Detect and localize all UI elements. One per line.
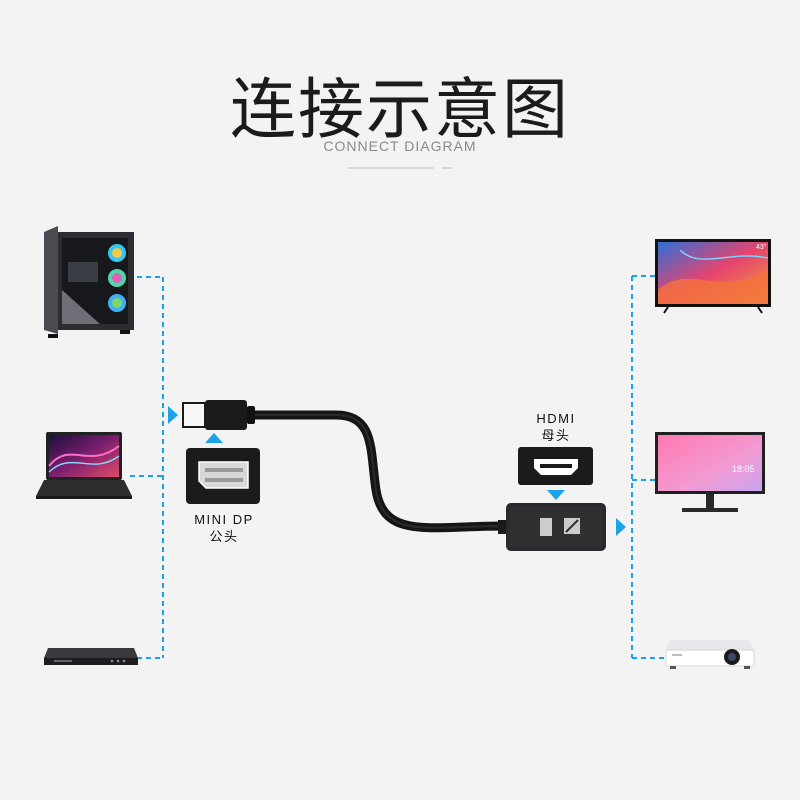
tv-size-badge: 43" bbox=[756, 244, 767, 251]
set-top-box-icon bbox=[44, 648, 138, 665]
page-title: 连接示意图 bbox=[230, 71, 570, 148]
hdmi-down-arrow-icon bbox=[547, 490, 565, 500]
right-arrow-icon bbox=[616, 518, 626, 536]
hdmi-port-icon bbox=[518, 447, 593, 485]
right-display-bracket bbox=[631, 275, 667, 659]
mini-dp-up-arrow-icon bbox=[205, 433, 223, 443]
page-subtitle: CONNECT DIAGRAM bbox=[323, 138, 477, 154]
mini-dp-label-line2: 公头 bbox=[209, 529, 239, 544]
hdmi-label-line2: 母头 bbox=[541, 428, 571, 443]
adapter-cable bbox=[241, 410, 509, 533]
mini-dp-label-line1: MINI DP bbox=[194, 512, 254, 527]
left-arrow-icon bbox=[168, 406, 178, 424]
mini-dp-label: MINI DP 公头 bbox=[176, 511, 272, 545]
projector-icon bbox=[665, 640, 755, 669]
hdmi-label-line1: HDMI bbox=[536, 411, 576, 426]
left-source-bracket bbox=[130, 276, 164, 659]
mini-dp-plug bbox=[182, 400, 255, 430]
monitor-icon: 18:05 bbox=[655, 432, 765, 512]
laptop-icon bbox=[36, 432, 132, 499]
monitor-clock: 18:05 bbox=[732, 464, 755, 474]
mini-dp-port-icon bbox=[186, 448, 260, 504]
hdmi-label: HDMI 母头 bbox=[518, 410, 594, 444]
desktop-pc-icon bbox=[44, 226, 134, 338]
adapter-body bbox=[498, 503, 606, 551]
tv-icon: 43" bbox=[655, 239, 771, 314]
